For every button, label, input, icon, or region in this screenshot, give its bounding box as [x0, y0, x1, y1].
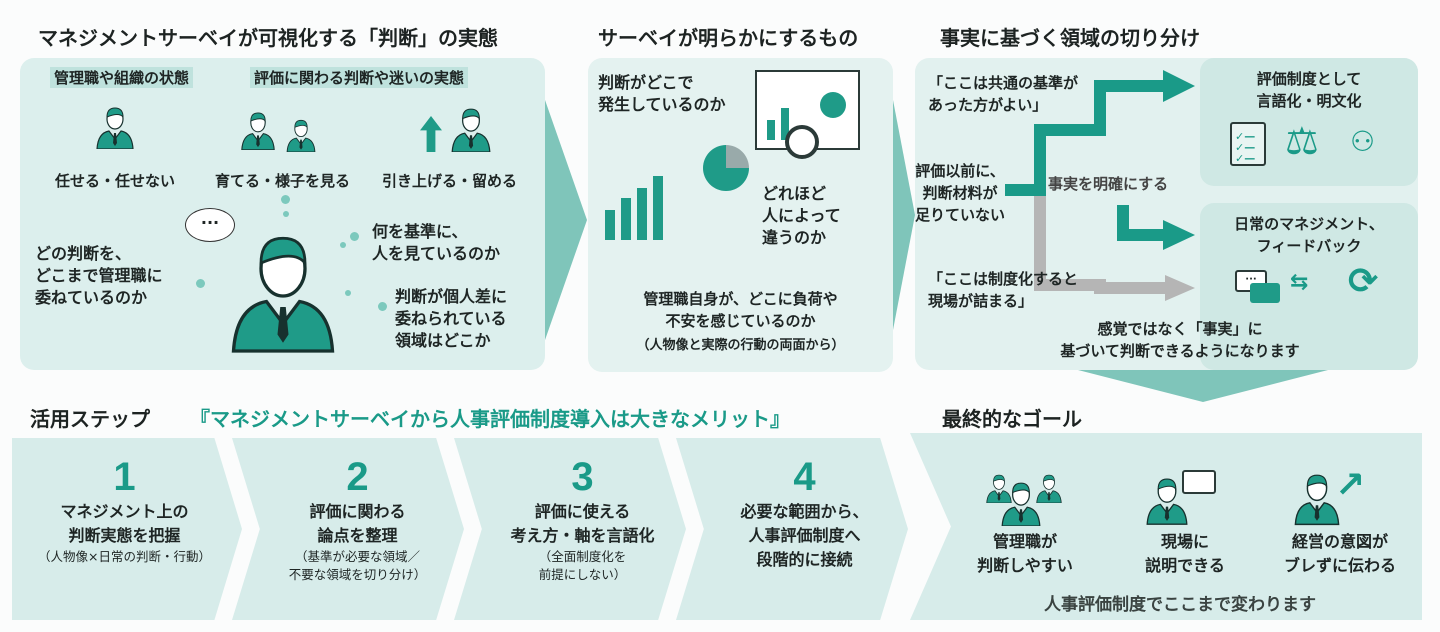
section2-title: サーベイが明らかにするもの: [598, 26, 859, 50]
arrow-down-icon: [1078, 370, 1328, 402]
action-promote: 引き上げる・留める: [382, 172, 518, 190]
quote-field-blocked: 「ここは制度化すると 現場が詰まる」: [928, 270, 1079, 310]
step-note: （全面制度化を 前提にしない）: [538, 549, 627, 582]
section1-title: マネジメントサーベイが可視化する「判断」の実態: [38, 26, 498, 50]
pie-chart-icon: [703, 145, 749, 191]
refresh-cycle-icon: ⟳: [1348, 261, 1379, 302]
steps-subtitle: 『マネジメントサーベイから人事評価制度導入は大きなメリット』: [190, 407, 790, 431]
step-2: [232, 438, 464, 620]
step-label: 評価に関わる 論点を整理: [309, 502, 406, 545]
step-number: 2: [346, 455, 369, 499]
checklist-icon: ✓—✓—✓—: [1230, 122, 1266, 166]
goal-panel: [910, 433, 1422, 620]
dashboard-icon: [755, 70, 860, 150]
people-network-icon: ⚇: [1350, 125, 1376, 158]
origin-lack-of-material: 評価以前に、 判断材料が 足りていない: [914, 162, 1005, 224]
step-number: 4: [793, 455, 816, 499]
tag-state: 管理職や組織の状態: [50, 67, 194, 88]
daily-mgmt-label: 日常のマネジメント、 フィードバック: [1234, 215, 1384, 255]
scale-icon: ⚖: [1285, 119, 1320, 163]
goal-item: 現場に 説明できる: [1145, 532, 1225, 575]
step-note: （人物像×日常の判断・行動）: [38, 549, 211, 564]
section3-title: 事実に基づく領域の切り分け: [940, 26, 1200, 50]
goal-title: 最終的なゴール: [942, 407, 1082, 431]
magnifier-icon: [785, 125, 819, 159]
quote-common-standard: 「ここは共通の基準が あった方がよい」: [928, 74, 1079, 114]
step-1: [12, 438, 242, 620]
goal-item: 管理職が 判断しやすい: [977, 532, 1073, 575]
arrow-right-icon: [545, 100, 587, 340]
goal-item: 経営の意図が ブレずに伝わる: [1283, 532, 1396, 575]
step-label: 必要な範囲から、 人事評価制度へ 段階的に接続: [740, 502, 869, 569]
step-note: （基準が必要な領域／ 不要な領域を切り分け）: [288, 549, 427, 582]
manager-icon: [240, 110, 276, 150]
reveal-note: （人物像と実際の行動の両面から）: [636, 338, 845, 353]
branch-arrows: [1005, 70, 1195, 301]
formalize-label: 評価制度として 言語化・明文化: [1256, 70, 1362, 110]
speech-bubble-icon: [1182, 470, 1216, 494]
step-3: [454, 438, 686, 620]
reveal-where: 判断がどこで 発生しているのか: [598, 73, 726, 114]
thought-bubble-icon: ···: [185, 208, 235, 242]
person-icon: [450, 106, 492, 152]
question-variance: 判断が個人差に 委ねられている 領域はどこか: [395, 287, 508, 350]
action-delegate: 任せる・任せない: [55, 172, 176, 190]
growth-arrow-icon: ↗: [1335, 465, 1366, 506]
steps-title: 活用ステップ: [30, 407, 150, 431]
bar-chart-icon: [605, 165, 715, 240]
step-label: 評価に使える 考え方・軸を言語化: [510, 502, 655, 545]
manager-tablet-icon: [95, 105, 135, 149]
step-number: 1: [113, 455, 136, 499]
reveal-burden: 管理職自身が、どこに負荷や 不安を感じているのか: [643, 290, 838, 330]
exchange-arrows-icon: ⇆: [1290, 270, 1309, 295]
tag-judgment: 評価に関わる判断や迷いの実態: [250, 67, 469, 88]
action-develop: 育てる・様子を見る: [215, 172, 351, 190]
clarify-facts: 事実を明確にする: [1048, 175, 1169, 193]
conclusion-text: 感覚ではなく「事実」に 基づいて判断できるようになります: [1060, 320, 1300, 360]
reveal-variance: どれほど 人によって 違うのか: [762, 184, 841, 247]
chat-reply-icon: [1250, 283, 1280, 303]
goal-footer: 人事評価制度でここまで変わります: [1044, 595, 1316, 615]
step-label: マネジメント上の 判断実態を把握: [60, 502, 189, 545]
staff-icon: [285, 118, 317, 152]
executive-icon: [1293, 470, 1341, 526]
step-4: [676, 438, 908, 620]
question-criteria: 何を基準に、 人を見ているのか: [372, 222, 501, 263]
question-delegation: どの判断を、 どこまで管理職に 委ねているのか: [35, 244, 163, 307]
thinking-manager-icon: [228, 228, 338, 353]
staff-icon: [1035, 473, 1063, 503]
step-number: 3: [571, 455, 594, 499]
